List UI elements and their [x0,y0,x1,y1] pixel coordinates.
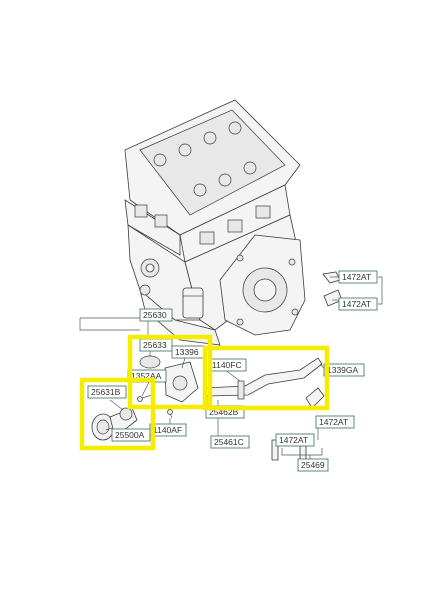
svg-text:1472AT: 1472AT [342,272,371,282]
highlight-thermostat-housing [127,334,213,410]
part-label-25633[interactable]: 25633 [139,338,173,352]
svg-text:25631B: 25631B [91,387,121,397]
svg-text:1352AA: 1352AA [131,371,162,381]
svg-text:1140AF: 1140AF [153,425,182,435]
part-label-1472AT[interactable]: 1472AT [275,433,315,447]
part-label-1140FC[interactable]: 1140FC [209,358,247,372]
part-label-25631B[interactable]: 25631B [87,385,127,399]
part-label-25461C[interactable]: 25461C [210,435,250,449]
part-label-25469[interactable]: 25469 [297,458,329,472]
highlight-bypass-pipe [202,345,330,411]
svg-text:1472AT: 1472AT [342,299,371,309]
part-label-25500A[interactable]: 25500A [111,428,151,442]
svg-text:25633: 25633 [143,340,167,350]
svg-text:25461C: 25461C [214,437,244,447]
svg-text:25469: 25469 [301,460,325,470]
part-label-1339GA[interactable]: 1339GA [323,363,365,377]
svg-text:1472AT: 1472AT [279,435,308,445]
svg-text:1472AT: 1472AT [319,417,348,427]
svg-text:1339GA: 1339GA [327,365,359,375]
part-label-1140AF[interactable]: 1140AF [149,423,187,437]
highlight-boxes [79,334,330,451]
part-label-25630[interactable]: 25630 [139,308,173,322]
part-label-1472AT[interactable]: 1472AT [338,297,378,311]
svg-text:1140FC: 1140FC [212,360,242,370]
svg-text:13396: 13396 [175,347,199,357]
engine-illustration [91,99,343,461]
part-label-13396[interactable]: 13396 [171,345,205,359]
part-label-1472AT[interactable]: 1472AT [315,415,355,429]
svg-text:25630: 25630 [143,310,167,320]
highlight-water-inlet [79,377,156,451]
svg-text:25500A: 25500A [115,430,145,440]
svg-text:25462B: 25462B [209,407,239,417]
part-label-1472AT[interactable]: 1472AT [338,270,378,284]
